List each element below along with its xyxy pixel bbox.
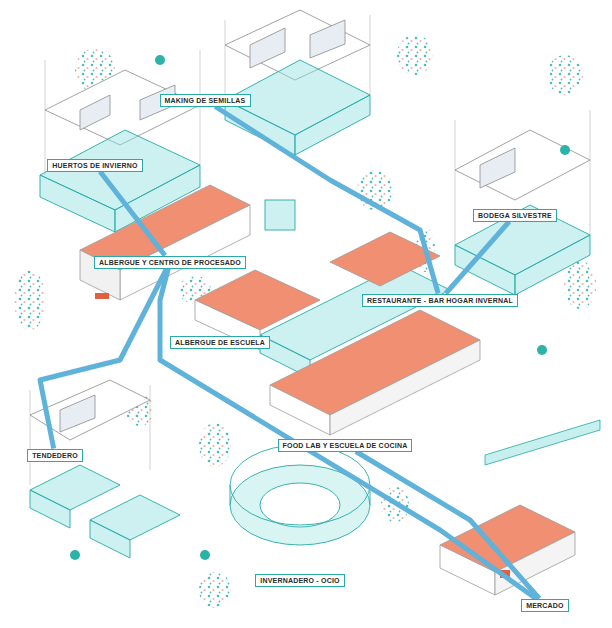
path-band bbox=[40, 269, 167, 449]
label-text: ALBERGUE Y CENTRO DE PROCESADO bbox=[99, 259, 241, 266]
building-label: MERCADO bbox=[521, 599, 569, 612]
label-text: INVERNADERO - OCIO bbox=[260, 577, 339, 584]
building-label: BODEGA SILVESTRE bbox=[473, 209, 557, 222]
path-band-line bbox=[100, 172, 165, 256]
building-label: TENDEDERO bbox=[27, 449, 83, 462]
label-text: RESTAURANTE - BAR HOGAR INVERNAL bbox=[367, 297, 513, 304]
building-label: INVERNADERO - OCIO bbox=[255, 574, 344, 587]
building-label: ALBERGUE Y CENTRO DE PROCESADO bbox=[94, 256, 246, 269]
path-band bbox=[446, 222, 510, 294]
path-band-line bbox=[215, 107, 438, 294]
label-text: FOOD LAB Y ESCUELA DE COCINA bbox=[283, 442, 408, 449]
building-label: ALBERGUE DE ESCUELA bbox=[170, 336, 270, 349]
path-band bbox=[100, 172, 165, 256]
path-band bbox=[356, 452, 539, 599]
path-band-line bbox=[446, 222, 510, 294]
label-text: MAKING DE SEMILLAS bbox=[165, 97, 246, 104]
label-text: BODEGA SILVESTRE bbox=[478, 212, 552, 219]
building-label: RESTAURANTE - BAR HOGAR INVERNAL bbox=[362, 294, 518, 307]
path-band-line bbox=[40, 269, 167, 449]
label-text: HUERTOS DE INVIERNO bbox=[52, 162, 137, 169]
building-label: FOOD LAB Y ESCUELA DE COCINA bbox=[278, 439, 413, 452]
path-band-line bbox=[356, 452, 539, 599]
building-label: HUERTOS DE INVIERNO bbox=[47, 159, 142, 172]
label-text: TENDEDERO bbox=[32, 452, 78, 459]
path-band-line bbox=[160, 269, 536, 599]
building-label: MAKING DE SEMILLAS bbox=[160, 94, 251, 107]
label-text: ALBERGUE DE ESCUELA bbox=[175, 339, 265, 346]
label-text: MERCADO bbox=[526, 602, 564, 609]
path-band bbox=[215, 107, 438, 294]
path-band bbox=[160, 269, 536, 599]
